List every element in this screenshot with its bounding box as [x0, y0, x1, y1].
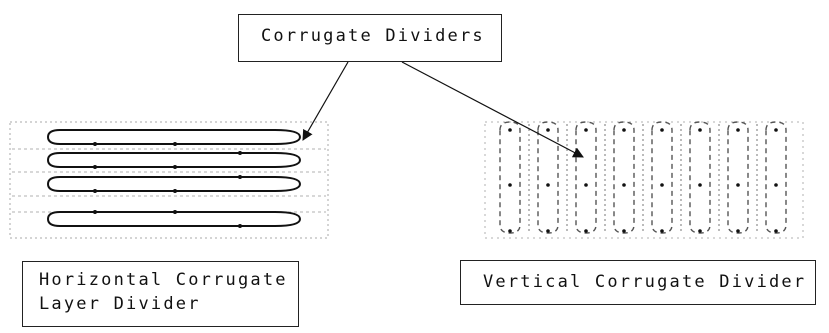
title-label-box: Corrugate Dividers: [238, 14, 502, 62]
vertical-divider-drawing: [484, 121, 804, 239]
diagram-title: Corrugate Dividers: [261, 26, 485, 46]
horizontal-layer-dots: [93, 142, 242, 228]
horizontal-divider-label-line-1: Horizontal Corrugate: [39, 270, 288, 290]
corrugate-layer-4: [46, 211, 302, 227]
horizontal-divider-drawing: [9, 121, 329, 239]
vertical-column-dots: [508, 128, 778, 233]
horizontal-divider-label-line-2: Layer Divider: [39, 294, 201, 314]
arrow-to-vertical-divider: [401, 61, 584, 158]
vertical-divider-label-box: Vertical Corrugate Divider: [460, 260, 816, 305]
corrugate-layer-2: [46, 152, 302, 168]
corrugate-layer-3: [46, 176, 302, 192]
vertical-corrugate-columns: [499, 121, 787, 234]
vertical-divider-frame: [484, 121, 804, 239]
horizontal-corrugate-layers: [46, 129, 302, 227]
horizontal-divider-frame: [9, 121, 329, 239]
vertical-column-dividers: [528, 124, 758, 232]
corrugate-layer-1: [46, 129, 302, 145]
arrow-to-horizontal-divider: [302, 61, 349, 141]
vertical-divider-label: Vertical Corrugate Divider: [483, 272, 807, 292]
horizontal-guide-lines: [12, 148, 326, 213]
horizontal-divider-label-box: Horizontal Corrugate Layer Divider: [22, 261, 299, 327]
